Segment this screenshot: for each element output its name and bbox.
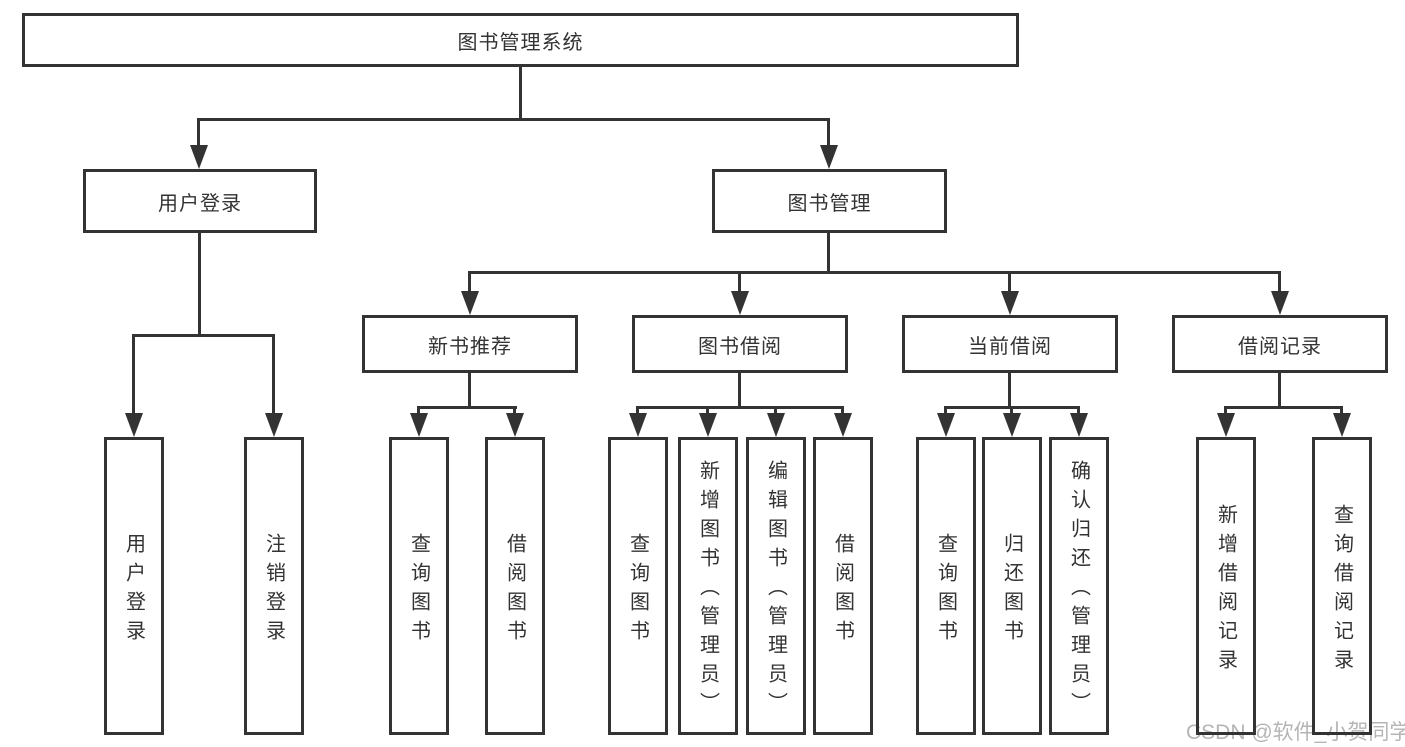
node-label: 当前借阅: [968, 335, 1052, 358]
arrow-down-icon: [767, 413, 785, 437]
arrow-down-icon: [1001, 291, 1019, 315]
connector-line: [417, 406, 420, 418]
node-label: 新增借阅记录: [1214, 503, 1237, 678]
arrow-down-icon: [699, 413, 717, 437]
node-label: 新增图书（管理员）: [696, 460, 719, 721]
arrow-down-icon: [190, 145, 208, 169]
connector-line: [636, 406, 639, 418]
connector-line: [1224, 406, 1343, 409]
connector-line: [1010, 406, 1013, 418]
connector-line: [944, 406, 947, 418]
connector-line: [519, 65, 522, 120]
connector-line: [738, 271, 741, 297]
node-label: 新书推荐: [428, 335, 512, 358]
watermark: CSDN @软件_小贺同学: [1186, 721, 1405, 744]
leaf-return-books: 归还图书: [982, 437, 1042, 735]
connector-line: [197, 118, 830, 121]
connector-line: [198, 232, 201, 336]
connector-line: [468, 271, 1281, 274]
connector-line: [1340, 406, 1343, 418]
arrow-down-icon: [125, 413, 143, 437]
node-book-borrowing: 图书借阅: [632, 315, 848, 373]
connector-line: [513, 406, 516, 418]
connector-line: [738, 373, 741, 408]
connector-line: [1008, 271, 1011, 297]
leaf-query-borrow-record: 查询借阅记录: [1312, 437, 1372, 735]
node-library-management-system: 图书管理系统: [22, 13, 1019, 67]
node-new-book-recommendation: 新书推荐: [362, 315, 578, 373]
node-label: 用户登录: [122, 532, 145, 649]
connector-line: [1077, 406, 1080, 418]
arrow-down-icon: [265, 413, 283, 437]
node-label: 查询借阅记录: [1330, 503, 1353, 678]
arrow-down-icon: [937, 413, 955, 437]
leaf-query-books-recommendation: 查询图书: [389, 437, 449, 735]
node-label: 借阅记录: [1238, 335, 1322, 358]
connector-line: [132, 334, 275, 337]
node-user-login: 用户登录: [83, 169, 317, 233]
connector-line: [272, 334, 275, 418]
connector-line: [197, 118, 200, 152]
connector-line: [636, 406, 844, 409]
arrow-down-icon: [1333, 413, 1351, 437]
arrow-down-icon: [410, 413, 428, 437]
connector-line: [1278, 373, 1281, 408]
node-label: 借阅图书: [831, 532, 854, 649]
node-label: 编辑图书（管理员）: [764, 460, 787, 721]
arrow-down-icon: [731, 291, 749, 315]
connector-line: [468, 373, 471, 408]
connector-line: [1224, 406, 1227, 418]
leaf-query-books-current: 查询图书: [916, 437, 976, 735]
node-label: 图书管理: [787, 192, 872, 215]
leaf-add-borrow-record: 新增借阅记录: [1196, 437, 1256, 735]
arrow-down-icon: [629, 413, 647, 437]
connector-line: [132, 334, 135, 418]
node-label: 用户登录: [158, 192, 242, 215]
arrow-down-icon: [834, 413, 852, 437]
connector-line: [468, 271, 471, 297]
leaf-query-books-borrowing: 查询图书: [608, 437, 668, 735]
connector-line: [827, 118, 830, 152]
arrow-down-icon: [461, 291, 479, 315]
leaf-borrow-books-recommendation: 借阅图书: [485, 437, 545, 735]
connector-line: [417, 406, 517, 409]
node-label: 确认归还（管理员）: [1067, 460, 1090, 721]
node-book-management: 图书管理: [712, 169, 947, 233]
node-label: 图书借阅: [698, 335, 782, 358]
arrow-down-icon: [1070, 413, 1088, 437]
arrow-down-icon: [1003, 413, 1021, 437]
node-current-borrowing: 当前借阅: [902, 315, 1118, 373]
connector-line: [1008, 373, 1011, 408]
connector-line: [841, 406, 844, 418]
leaf-add-book-admin: 新增图书（管理员）: [678, 437, 738, 735]
connector-line: [706, 406, 709, 418]
node-label: 图书管理系统: [457, 31, 584, 54]
node-label: 查询图书: [934, 532, 957, 649]
arrow-down-icon: [1271, 291, 1289, 315]
leaf-user-login: 用户登录: [104, 437, 164, 735]
node-label: 查询图书: [626, 532, 649, 649]
leaf-borrow-books-borrowing: 借阅图书: [813, 437, 873, 735]
node-label: 归还图书: [1000, 532, 1023, 649]
node-label: 借阅图书: [503, 532, 526, 649]
arrow-down-icon: [820, 145, 838, 169]
node-label: 查询图书: [407, 532, 430, 649]
node-label: 注销登录: [262, 532, 285, 649]
leaf-logout: 注销登录: [244, 437, 304, 735]
leaf-confirm-return-admin: 确认归还（管理员）: [1049, 437, 1109, 735]
leaf-edit-book-admin: 编辑图书（管理员）: [746, 437, 806, 735]
node-borrowing-records: 借阅记录: [1172, 315, 1388, 373]
arrow-down-icon: [1217, 413, 1235, 437]
connector-line: [1278, 271, 1281, 297]
connector-line: [774, 406, 777, 418]
connector-line: [827, 232, 830, 274]
arrow-down-icon: [506, 413, 524, 437]
